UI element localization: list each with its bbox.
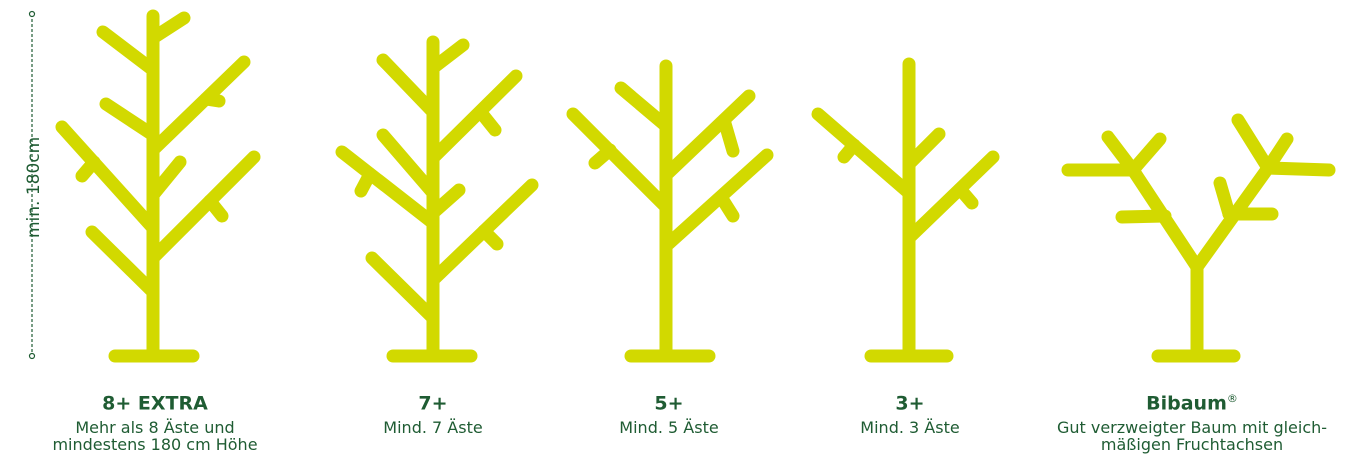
scale-bottom-marker [30, 354, 35, 359]
caption-bibaum: Bibaum® Gut verzweigter Baum mit gleich-… [1032, 387, 1352, 453]
tree-5-plus-icon [573, 66, 767, 356]
scale-label: min. 180cm [24, 138, 44, 238]
caption-3-plus: 3+ Mind. 3 Äste [760, 387, 1060, 436]
tree-description: Gut verzweigter Baum mit gleich- mäßigen… [1032, 419, 1352, 453]
tree-3-plus-icon [818, 64, 993, 356]
tree-7-plus-icon [342, 42, 532, 356]
tree-title: 8+ EXTRA [5, 387, 305, 415]
tree-title: Bibaum® [1032, 387, 1352, 415]
scale-top-marker [30, 12, 35, 17]
registered-mark: ® [1227, 392, 1238, 405]
tree-8-extra-icon [62, 16, 254, 356]
tree-title: 3+ [760, 387, 1060, 415]
tree-description: Mind. 3 Äste [760, 419, 1060, 436]
caption-8-extra: 8+ EXTRA Mehr als 8 Äste und mindestens … [5, 387, 305, 453]
tree-bibaum-icon [1068, 120, 1329, 356]
tree-description: Mehr als 8 Äste und mindestens 180 cm Hö… [5, 419, 305, 453]
